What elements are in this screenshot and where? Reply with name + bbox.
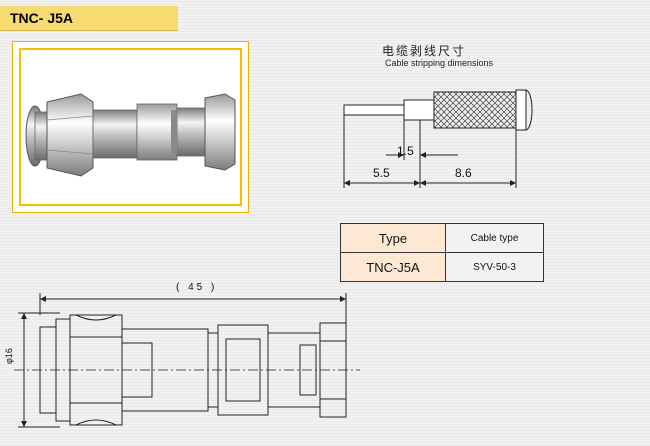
stripping-title-cn: 电缆剥线尺寸 <box>382 44 467 58</box>
cell-type: TNC-J5A <box>340 252 446 282</box>
product-photo <box>19 48 242 206</box>
cell-cable-type: SYV-50-3 <box>445 252 544 282</box>
table-row: TNC-J5A SYV-50-3 <box>340 252 544 282</box>
dim-d1: 1.5 <box>397 144 414 158</box>
product-photo-frame <box>12 41 249 213</box>
header-type: Type <box>340 223 446 253</box>
stripping-diagram <box>343 89 533 188</box>
page-title: TNC- J5A <box>10 10 74 26</box>
title-bar: TNC- J5A <box>0 6 178 31</box>
dim-d3: 8.6 <box>455 166 472 180</box>
header-cable-type: Cable type <box>445 223 544 253</box>
table-header-row: Type Cable type <box>340 223 544 253</box>
connector-drawing <box>14 293 360 428</box>
connector-photo-illustration <box>21 50 240 204</box>
stripping-title-en: Cable stripping dimensions <box>385 58 494 68</box>
length-label: ( 45 ) <box>176 282 218 293</box>
spec-table: Type Cable type TNC-J5A SYV-50-3 <box>340 223 544 282</box>
dim-d2: 5.5 <box>373 166 390 180</box>
